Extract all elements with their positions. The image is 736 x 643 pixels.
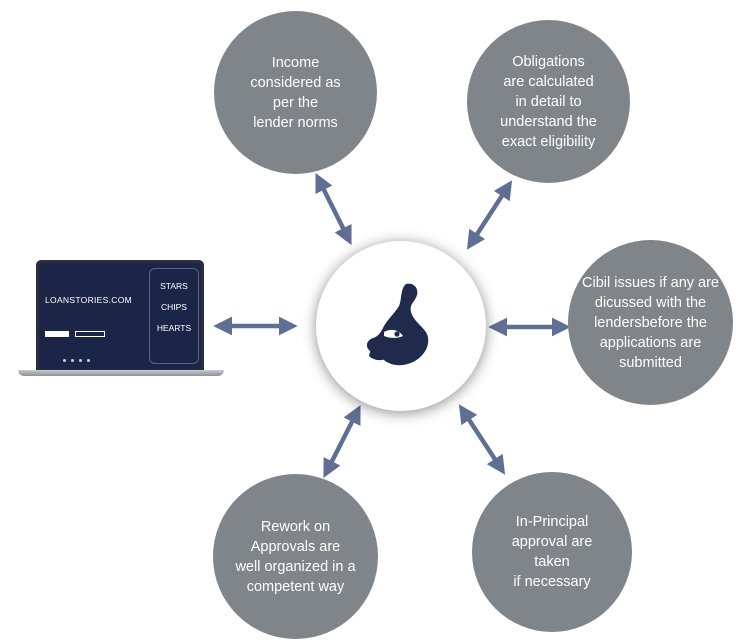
center-logo-circle (316, 241, 486, 411)
laptop-screen-button-secondary (75, 331, 105, 337)
arrow-obligations (466, 180, 513, 250)
arrow-rework (323, 404, 361, 479)
phone-mockup: STARS CHIPS HEARTS (149, 268, 199, 364)
phone-item-hearts: HEARTS (156, 323, 192, 333)
arrow-in-principal (458, 404, 506, 475)
laptop-illustration: LOANSTORIES.COM STARS CHIPS HEARTS (18, 260, 224, 378)
laptop-brand: LOANSTORIES.COM (45, 295, 132, 305)
bubble-obligations-text: Obligations are calculated in detail to … (500, 53, 597, 150)
bubble-income-text: Income considered as per the lender norm… (250, 54, 341, 131)
carousel-dots (63, 349, 95, 367)
bubble-cibil-text: Cibil issues if any are dicussed with th… (582, 274, 719, 371)
arrow-income (315, 172, 352, 246)
bubble-in-principal-text: In-Principal approval are taken if neces… (511, 514, 593, 590)
phone-item-chips: CHIPS (161, 302, 187, 312)
bubble-obligations: Obligations are calculated in detail to … (467, 20, 630, 183)
elephant-head-logo-icon (366, 283, 429, 366)
phone-item-stars: STARS (160, 281, 188, 291)
bubble-income: Income considered as per the lender norm… (214, 11, 377, 174)
bubble-rework-text: Rework on Approvals are well organized i… (235, 518, 356, 595)
bubble-in-principal: In-Principal approval are taken if neces… (472, 472, 632, 632)
bubble-cibil: Cibil issues if any are dicussed with th… (568, 240, 733, 405)
bubble-rework: Rework on Approvals are well organized i… (213, 474, 378, 639)
laptop-base (18, 370, 224, 376)
laptop-screen: LOANSTORIES.COM STARS CHIPS HEARTS (36, 260, 204, 372)
laptop-screen-button-primary (45, 331, 69, 337)
